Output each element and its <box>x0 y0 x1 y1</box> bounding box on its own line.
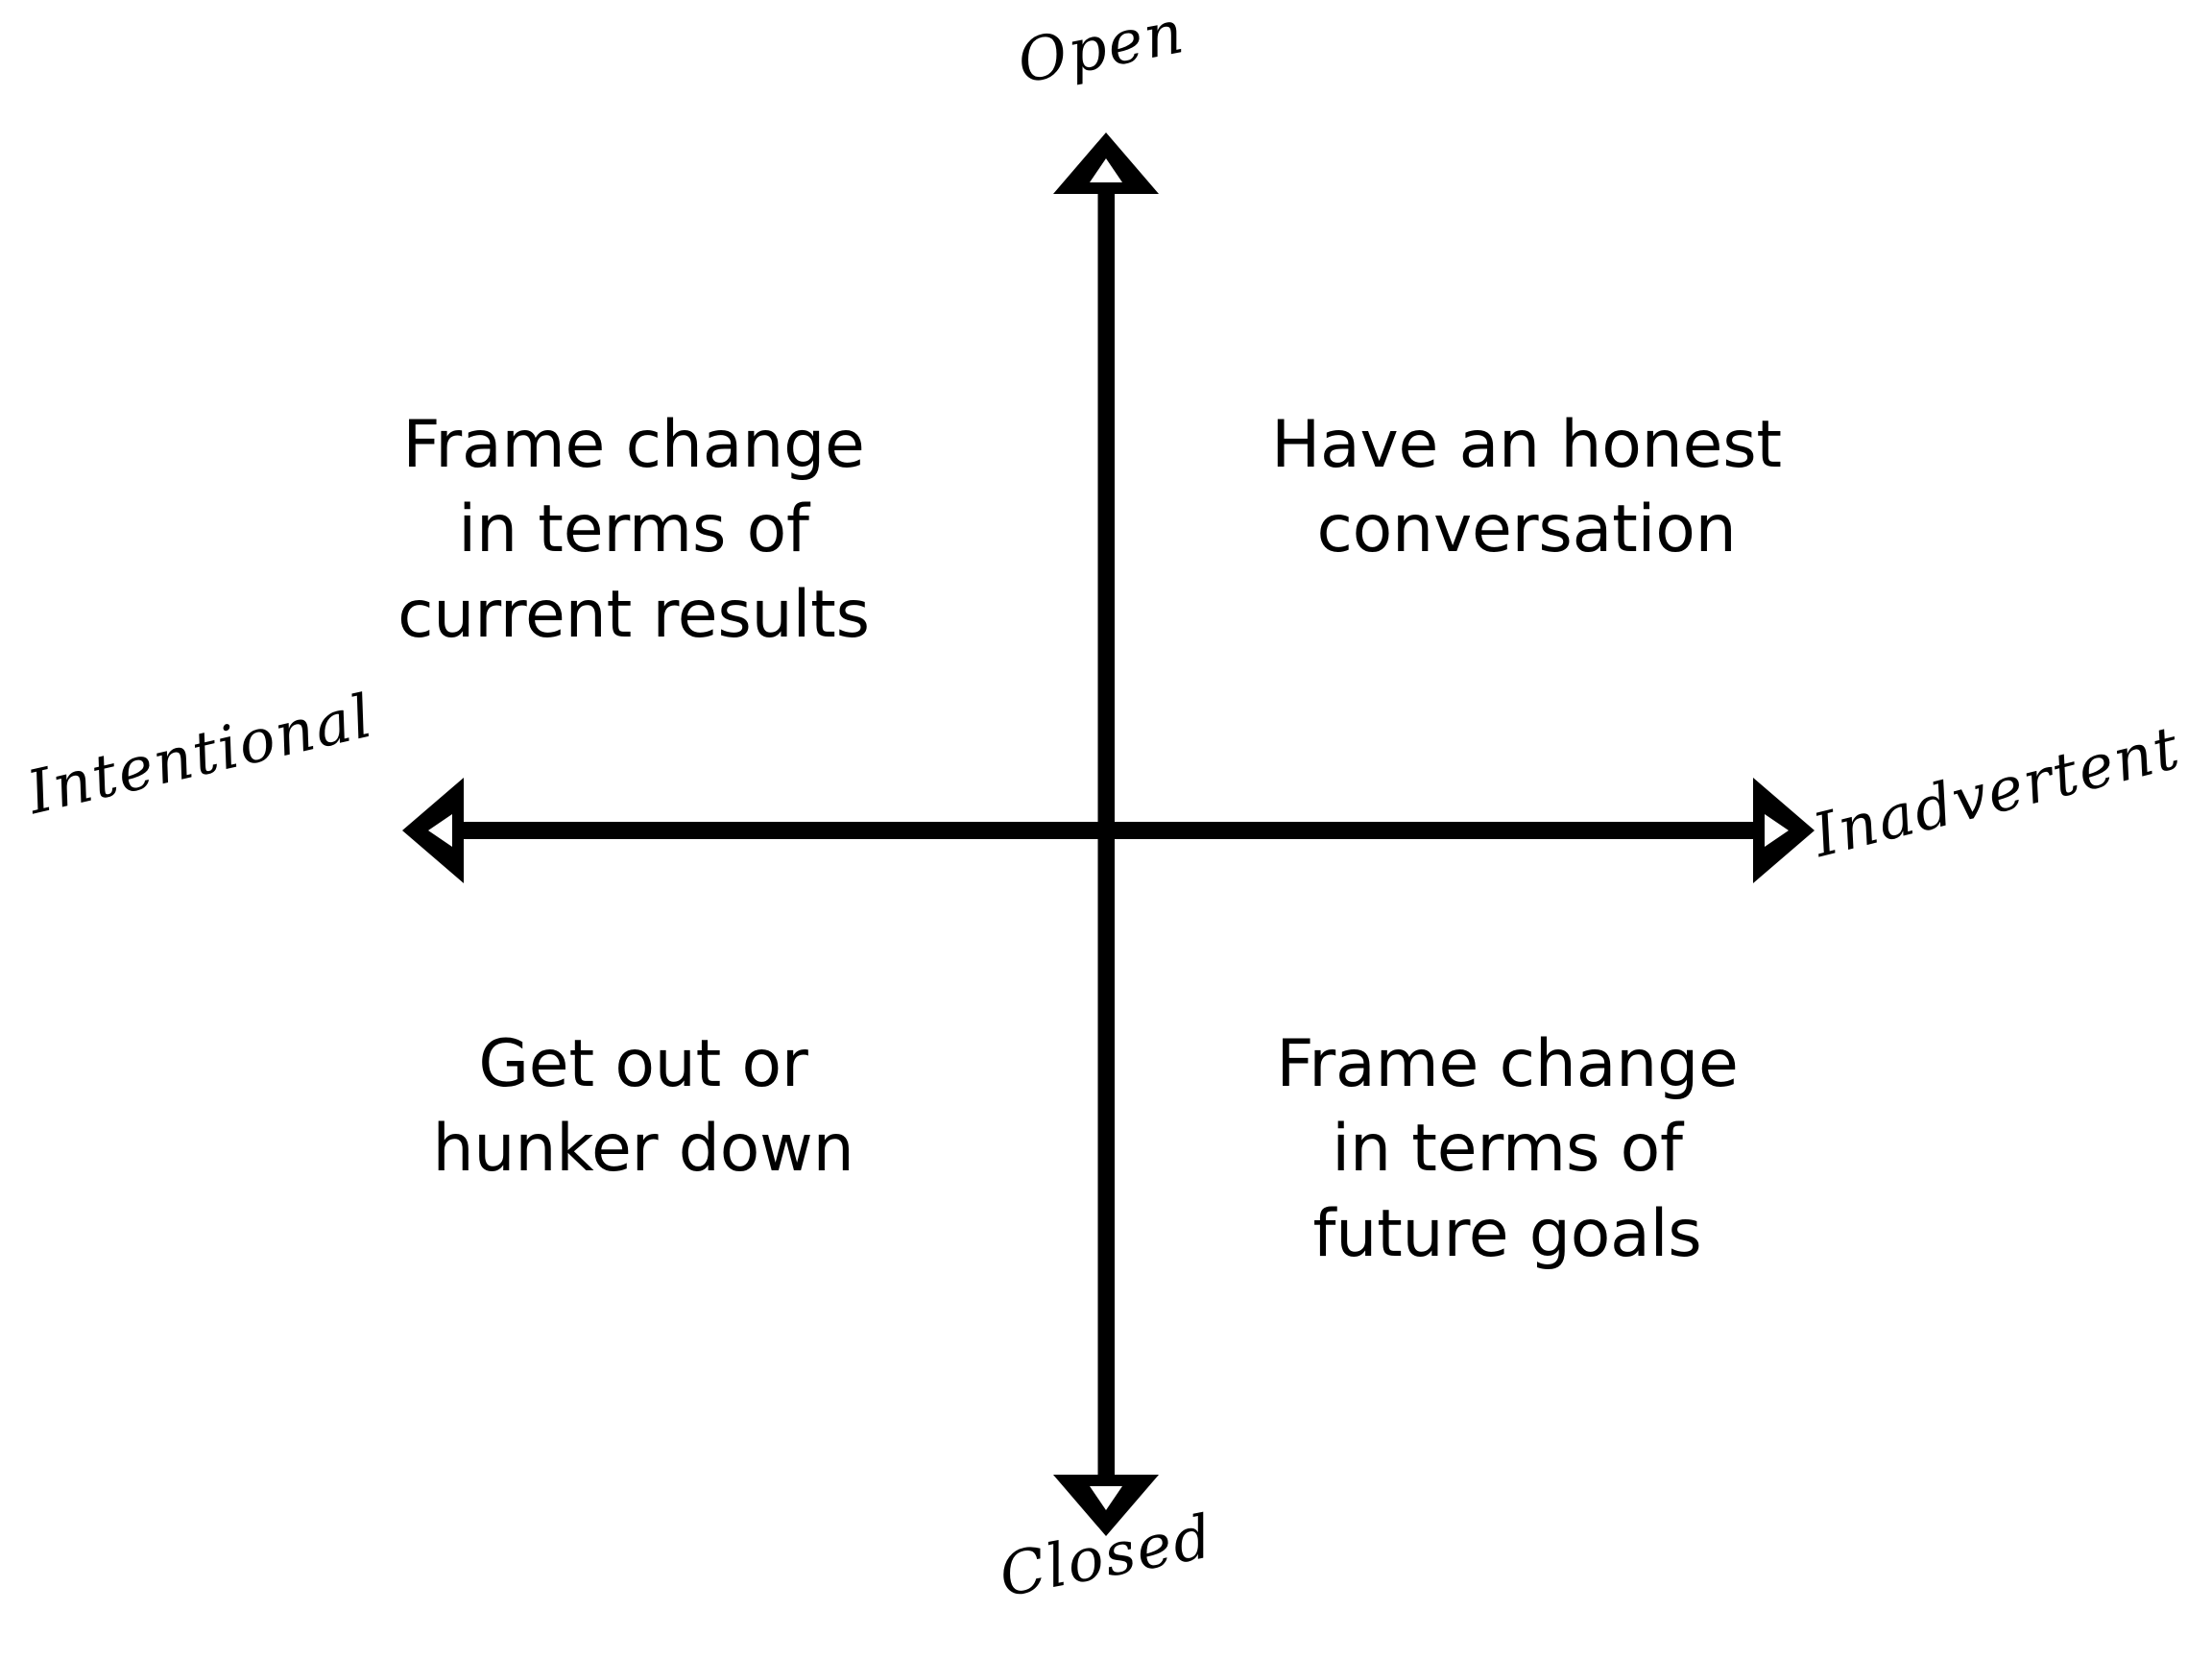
arrowhead-up-icon <box>1053 132 1159 194</box>
horizontal-axis-line <box>451 822 1767 839</box>
quadrant-label-top-right: Have an honest conversation <box>1271 407 1782 568</box>
quadrant-label-top-left: Frame change in terms of current results <box>397 407 870 653</box>
axis-label-intentional: Intentional <box>20 680 380 829</box>
arrowhead-right-icon <box>1753 778 1815 883</box>
vertical-axis-line <box>1097 173 1115 1484</box>
axis-label-closed: Closed <box>994 1501 1219 1611</box>
quadrant-label-bottom-left: Get out or hunker down <box>432 1026 854 1188</box>
arrowhead-left-icon <box>402 778 464 883</box>
quadrant-label-bottom-right: Frame change in terms of future goals <box>1276 1026 1739 1272</box>
axis-label-open: Open <box>1012 0 1190 98</box>
axis-label-inadvertent: Inadvertent <box>1806 711 2188 871</box>
